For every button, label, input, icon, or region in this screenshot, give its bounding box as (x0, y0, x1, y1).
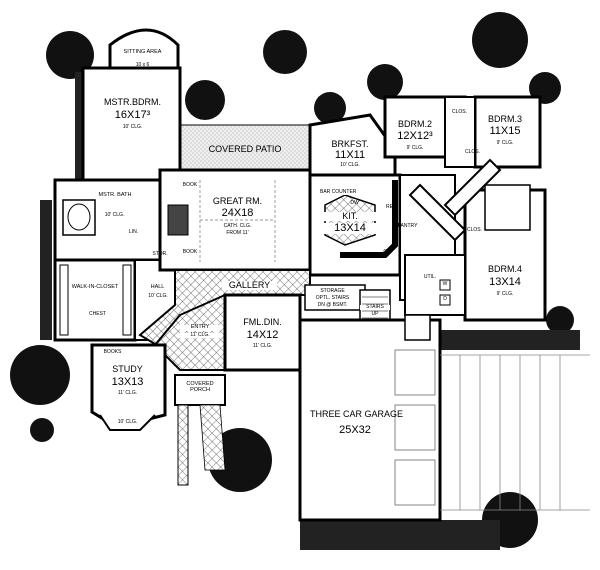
sitting-area-dim: 10 x 6 (135, 62, 150, 68)
tree (10, 345, 70, 405)
tree (185, 80, 225, 120)
stairs-up-label: UP (365, 312, 385, 317)
covered-patio (177, 124, 312, 171)
garage-name: THREE CAR GARAGE (310, 409, 404, 419)
study-ceiling: 11' CLG. (117, 390, 138, 396)
entry (153, 293, 226, 371)
formal-dining-dim: 14X12 (246, 329, 279, 341)
garage-doors (394, 349, 436, 506)
entry-name: ENTRY (180, 324, 220, 331)
oven-label: OV. (383, 249, 392, 255)
books-label: BOOKS (103, 349, 122, 355)
master-bedroom (81, 66, 182, 182)
bedroom-2-name: BDRM.2 (397, 119, 432, 129)
great-room-dim: 24X18 (221, 207, 254, 219)
walk-in-closet-label: WALK-IN-CLOSET (70, 284, 120, 291)
dryer-label: D (443, 296, 447, 302)
breakfast-ceiling: 10' CLG. (340, 162, 360, 168)
hall-ceiling: 10' CLG. (148, 293, 168, 299)
closet-label: CLOS. (451, 109, 467, 115)
bedroom-4-dim: 13X14 (489, 276, 521, 288)
garage-dim: 25X32 (339, 424, 371, 436)
bedroom-3-ceiling: 9' CLG. (496, 140, 514, 146)
closet-label: CLOS. (466, 227, 482, 233)
book-label: BOOK (182, 249, 198, 255)
tree (208, 428, 272, 492)
book-label: BOOK (182, 182, 198, 188)
bedroom-4-ceiling: 9' CLG. (496, 291, 514, 297)
study-name: STUDY (112, 364, 143, 374)
kitchen-dim: 13X14 (320, 223, 380, 234)
master-bath-ceiling: 10' CLG. (104, 212, 125, 218)
master-bedroom-dim: 16X17³ (114, 109, 151, 121)
gallery-label: GALLERY (222, 281, 277, 290)
kitchen-name: KIT. (320, 212, 380, 221)
study-dim: 13X13 (111, 376, 144, 388)
chest-label: CHEST (89, 311, 106, 317)
bar-counter-label: BAR COUNTER (320, 189, 357, 195)
formal-dining (223, 293, 302, 372)
dryer (439, 294, 451, 306)
master-bath-name: MSTR. BATH (98, 192, 132, 198)
utility-room (404, 254, 466, 316)
washer-label: W (442, 281, 448, 287)
utility-label: UTIL. (423, 274, 437, 280)
bedroom-3-dim: 11X15 (489, 125, 521, 137)
master-bedroom-name: MSTR.BDRM. (104, 97, 161, 107)
storage-line-3: DN @ BSMT. (317, 302, 348, 308)
breakfast-room (308, 113, 397, 177)
bedroom-2-dim: 12X12³ (397, 130, 433, 142)
washer (439, 279, 451, 291)
great-room-ceiling-1: CATH. CLG. (223, 223, 252, 229)
bedroom-2-ceiling: 9' CLG. (406, 145, 424, 151)
garage (298, 318, 442, 522)
study-bay-ceiling: 10' CLG. (117, 419, 138, 425)
refrigerator-label: REF (386, 204, 396, 210)
dishwasher-label: DW (350, 200, 359, 206)
stairs-label: STAIRS (360, 305, 390, 310)
fireplace (167, 204, 189, 236)
sitting-area (108, 28, 180, 70)
closet-label: CLOS. (464, 149, 480, 155)
storage-label: STOR. (152, 251, 168, 257)
bathtub-basin (67, 203, 91, 231)
hedges (40, 72, 580, 550)
bedroom-3-name: BDRM.3 (487, 114, 522, 124)
covered-porch (174, 374, 226, 406)
tree (546, 306, 574, 334)
tree (263, 30, 307, 74)
breakfast-name: BRKFST. (331, 139, 369, 149)
bath-2 (444, 96, 476, 168)
kitchen-counter (340, 180, 398, 258)
entry-ceiling: 11' CLG. (180, 333, 220, 338)
driveway (440, 354, 590, 511)
breakfast-dim: 11X11 (334, 149, 366, 161)
tree (472, 12, 528, 68)
formal-dining-name: FML.DIN. (243, 317, 282, 327)
covered-patio-label: COVERED PATIO (208, 144, 282, 154)
master-bedroom-ceiling: 10' CLG. (122, 124, 143, 130)
bath-4 (484, 184, 531, 231)
storage-line-1: STORAGE (320, 288, 345, 294)
formal-dining-ceiling: 11' CLG. (252, 343, 273, 349)
pantry-label: PANTRY (397, 223, 418, 229)
great-room-name: GREAT RM. (212, 196, 263, 206)
sitting-area-label: SITTING AREA (123, 49, 162, 55)
great-room-ceiling-2: FROM 11' (226, 230, 249, 236)
linen-label: LIN. (128, 229, 139, 235)
tree (30, 418, 54, 442)
hall-name: HALL (150, 284, 165, 290)
tree (314, 92, 346, 124)
covered-porch-label: COVERED PORCH (186, 381, 214, 393)
storage-line-2: OPTL. STAIRS (315, 295, 350, 301)
bedroom-4-name: BDRM.4 (487, 264, 522, 274)
tree (367, 64, 403, 100)
